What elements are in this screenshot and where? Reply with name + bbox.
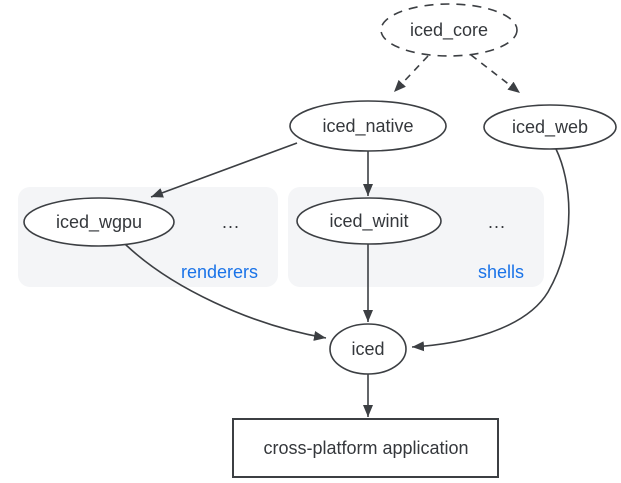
app-rect xyxy=(232,418,499,478)
node-iced-wgpu: iced_wgpu xyxy=(23,197,175,247)
app-label: cross-platform application xyxy=(263,438,468,458)
shells-more-indicator: ... xyxy=(488,212,506,232)
iced-native-label: iced_native xyxy=(322,116,413,137)
node-iced-native: iced_native xyxy=(289,100,447,152)
renderers-group-label: renderers xyxy=(181,262,258,282)
iced-label: iced xyxy=(351,339,384,359)
iced-core-ellipse xyxy=(380,3,518,57)
edge-iced_core-iced_native xyxy=(393,55,429,93)
iced-core-label: iced_core xyxy=(410,20,488,41)
renderers-more-indicator: ... xyxy=(222,212,240,232)
iced-native-ellipse xyxy=(289,100,447,152)
edge-iced_wgpu-iced xyxy=(124,243,327,341)
node-cross-platform-application: cross-platform application xyxy=(232,418,499,478)
node-iced-winit: iced_winit xyxy=(296,197,442,245)
iced-web-ellipse xyxy=(483,104,617,150)
iced-ellipse xyxy=(329,323,407,375)
node-iced-core: iced_core xyxy=(380,3,518,57)
shells-group-label: shells xyxy=(478,262,524,282)
iced-winit-label: iced_winit xyxy=(329,211,408,232)
edge-iced_core-iced_web xyxy=(470,54,521,94)
node-iced: iced xyxy=(329,323,407,375)
iced-winit-ellipse xyxy=(296,197,442,245)
iced-web-label: iced_web xyxy=(512,117,588,138)
iced-wgpu-ellipse xyxy=(23,197,175,247)
edge-iced_native-iced_wgpu xyxy=(150,142,298,198)
edge-iced_web-iced xyxy=(411,148,570,352)
node-iced-web: iced_web xyxy=(483,104,617,150)
iced-wgpu-label: iced_wgpu xyxy=(56,212,142,233)
